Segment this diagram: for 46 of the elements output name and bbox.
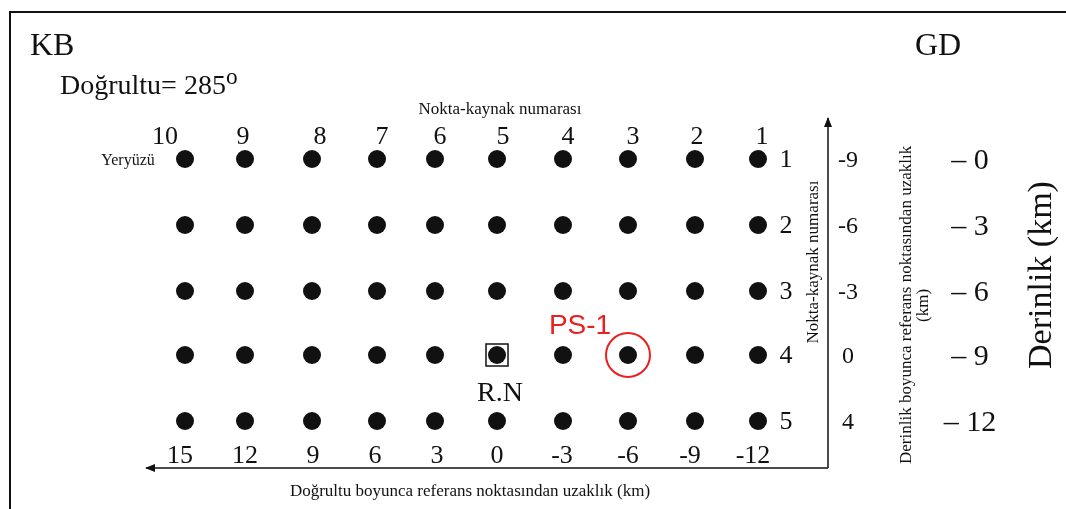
- distance-tick-label: -12: [735, 442, 771, 468]
- axis-title: Derinlik (km): [1023, 181, 1057, 369]
- column-number: 1: [755, 123, 769, 149]
- distance-tick-label: -6: [617, 442, 639, 468]
- strike-label: Doğrultu= 285$^{o}$: [60, 64, 238, 100]
- row-number: 4: [779, 342, 793, 368]
- depth-tick-label: – 6: [951, 276, 989, 306]
- surface-label: Yeryüzü: [101, 152, 155, 168]
- axis-title: Nokta-kaynak numarası: [418, 99, 582, 117]
- axis-tick-label: -9: [838, 147, 858, 171]
- column-number: 2: [690, 123, 704, 149]
- axis-title: Derinlik boyunca referans noktasından uzaklık (km): [897, 144, 931, 467]
- distance-tick-label: 15: [167, 442, 193, 468]
- distance-tick-label: 0: [490, 442, 504, 468]
- column-number: 4: [561, 123, 575, 149]
- column-number: 6: [433, 123, 447, 149]
- depth-tick-label: – 12: [943, 406, 997, 436]
- axis-tick-label: -3: [838, 279, 858, 303]
- depth-tick-label: – 3: [951, 210, 989, 240]
- row-number: 5: [779, 408, 793, 434]
- distance-tick-label: 6: [368, 442, 382, 468]
- column-number: 7: [375, 123, 389, 149]
- row-number: 2: [779, 212, 793, 238]
- distance-tick-label: 3: [430, 442, 444, 468]
- axis-tick-label: 4: [842, 409, 854, 433]
- distance-tick-label: -9: [679, 442, 701, 468]
- depth-tick-label: – 0: [951, 144, 989, 174]
- distance-tick-label: -3: [551, 442, 573, 468]
- column-number: 3: [626, 123, 640, 149]
- column-number: 5: [496, 123, 510, 149]
- direction-label: KB: [30, 28, 75, 60]
- axis-title: Doğrultu boyunca referans noktasından uzaklık (km): [289, 481, 651, 499]
- row-number: 3: [779, 278, 793, 304]
- distance-tick-label: 9: [306, 442, 320, 468]
- axis-tick-label: -6: [838, 213, 858, 237]
- station-label: PS-1: [548, 311, 612, 339]
- distance-tick-label: 12: [232, 442, 258, 468]
- depth-tick-label: – 9: [951, 340, 989, 370]
- axis-title: Nokta-kaynak numarası: [803, 180, 821, 344]
- row-number: 1: [779, 146, 793, 172]
- direction-label: GD: [914, 28, 962, 60]
- column-number: 9: [236, 123, 250, 149]
- axis-tick-label: 0: [842, 343, 854, 367]
- column-number: 8: [313, 123, 327, 149]
- reference-label: R.N: [477, 378, 523, 406]
- column-number: 10: [152, 123, 178, 149]
